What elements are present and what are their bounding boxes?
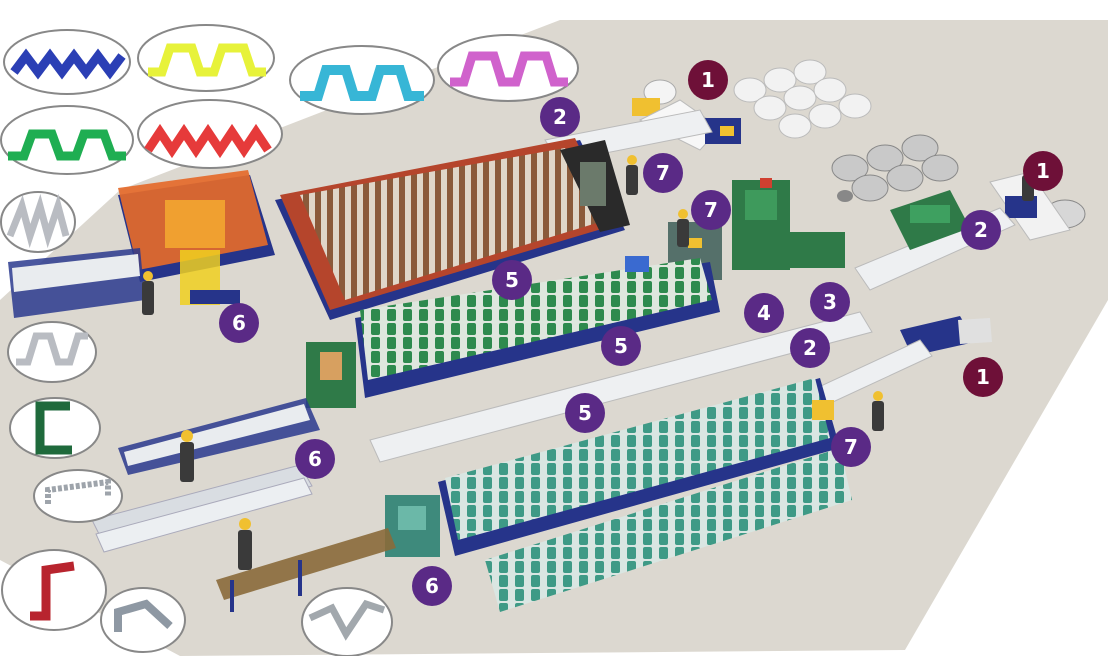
svg-text:2: 2 <box>553 105 567 129</box>
yellow-trapezoid-sheet <box>138 25 274 91</box>
svg-text:6: 6 <box>308 447 322 471</box>
step-badge: 6 <box>219 303 259 343</box>
red-corrugated-sheet <box>138 100 282 168</box>
step-badge: 5 <box>601 326 641 366</box>
step-badge: 4 <box>744 293 784 333</box>
step-badge: 1 <box>963 357 1003 397</box>
step-badge: 7 <box>643 153 683 193</box>
svg-text:4: 4 <box>757 301 771 325</box>
step-badge: 5 <box>492 260 532 300</box>
perforated-channel-profile <box>34 470 122 522</box>
step-badge: 2 <box>790 328 830 368</box>
svg-text:2: 2 <box>803 336 817 360</box>
worker-figure <box>238 518 252 570</box>
step-badge: 6 <box>412 566 452 606</box>
step-badge: 2 <box>540 97 580 137</box>
step-badge: 5 <box>565 393 605 433</box>
svg-text:7: 7 <box>656 161 670 185</box>
svg-text:7: 7 <box>704 198 718 222</box>
red-z-purlin-profile <box>2 550 106 630</box>
cut-off-press-middle <box>306 342 356 408</box>
worker-figure <box>142 271 154 315</box>
step-badge: 3 <box>810 282 850 322</box>
cyan-deck-sheet <box>290 46 434 114</box>
worker-figure <box>872 391 884 431</box>
svg-text:1: 1 <box>1036 159 1050 183</box>
svg-text:6: 6 <box>232 311 246 335</box>
worker-figure <box>180 430 194 482</box>
worker-figure <box>677 209 689 247</box>
svg-text:1: 1 <box>701 68 715 92</box>
silver-double-rib-profile <box>1 192 75 252</box>
svg-text:2: 2 <box>974 218 988 242</box>
step-badge: 7 <box>691 190 731 230</box>
step-badge: 7 <box>831 427 871 467</box>
svg-text:1: 1 <box>976 365 990 389</box>
svg-text:5: 5 <box>505 268 519 292</box>
svg-text:3: 3 <box>823 290 837 314</box>
svg-text:5: 5 <box>578 401 592 425</box>
worker-figure <box>626 155 638 195</box>
step-badge: 1 <box>688 60 728 100</box>
green-c-channel-profile <box>10 398 100 458</box>
grey-hat-profile <box>302 588 392 656</box>
magenta-trapezoid-sheet <box>438 35 578 101</box>
step-badge: 6 <box>295 439 335 479</box>
blue-corrugated-sheet <box>4 30 130 94</box>
svg-text:7: 7 <box>844 435 858 459</box>
green-trapezoid-sheet <box>1 106 133 174</box>
step-badge: 2 <box>961 210 1001 250</box>
svg-text:5: 5 <box>614 334 628 358</box>
step-badge: 1 <box>1023 151 1063 191</box>
steel-angle-profile <box>101 588 185 652</box>
silver-omega-profile <box>8 322 96 382</box>
svg-text:6: 6 <box>425 574 439 598</box>
